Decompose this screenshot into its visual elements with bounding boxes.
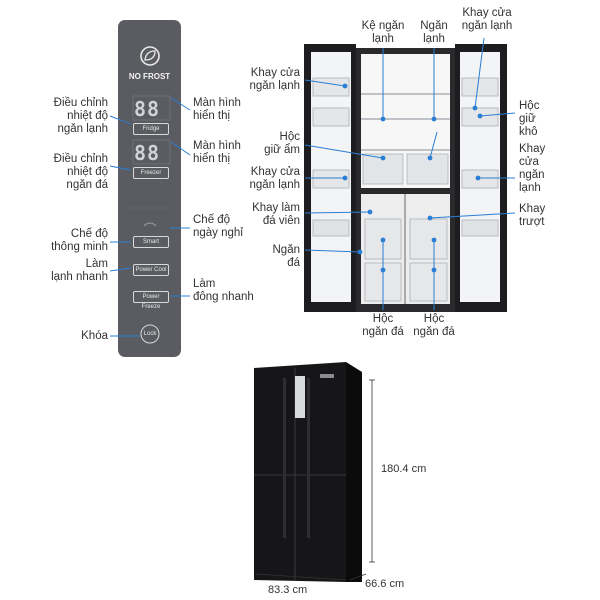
product-photo bbox=[254, 362, 362, 582]
fridge-button[interactable]: Fridge bbox=[133, 123, 169, 135]
lock-circle bbox=[140, 324, 160, 344]
control-panel bbox=[118, 20, 181, 357]
brand-label: NO FROST bbox=[128, 72, 171, 81]
fridge-temp-display: 88 bbox=[134, 97, 161, 121]
power-freeze-button[interactable]: Power Freeze bbox=[133, 291, 169, 310]
vacation-icon bbox=[143, 222, 157, 227]
dimension-height: 180.4 cm bbox=[381, 463, 427, 475]
freezer-display-frame bbox=[132, 139, 171, 165]
fridge-display-frame bbox=[132, 95, 171, 121]
lock-button[interactable]: Lock bbox=[143, 331, 157, 337]
freezer-button[interactable]: Freezer bbox=[133, 167, 169, 179]
dimension-width: 83.3 cm bbox=[268, 584, 308, 596]
label-lock: Khóa bbox=[81, 330, 108, 342]
leaf-logo-icon bbox=[140, 46, 160, 66]
smart-button[interactable]: Smart bbox=[133, 236, 169, 248]
freezer-temp-display: 88 bbox=[134, 141, 161, 165]
power-cool-button[interactable]: Power Cool bbox=[133, 264, 169, 276]
dimension-depth: 66.6 cm bbox=[365, 578, 405, 590]
